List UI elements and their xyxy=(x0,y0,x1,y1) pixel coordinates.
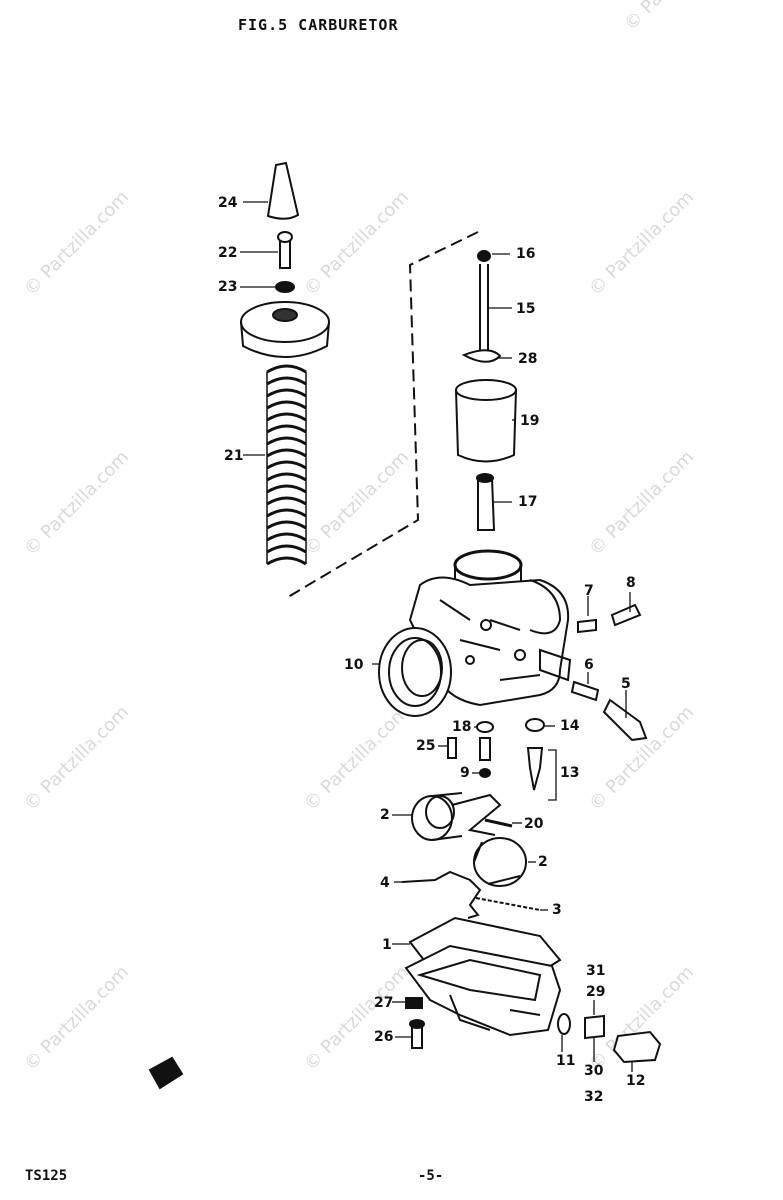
part-20-float-pin xyxy=(484,818,513,828)
callout-30: 30 xyxy=(584,1063,604,1079)
carburetor-body xyxy=(378,549,572,717)
callout-15: 15 xyxy=(516,301,536,317)
callout-26: 26 xyxy=(374,1029,394,1045)
callout-2: 2 xyxy=(380,807,390,823)
part-17-needle-jet xyxy=(477,477,496,531)
page-title: FIG.5 CARBURETOR xyxy=(238,16,399,34)
callout-24: 24 xyxy=(218,195,238,211)
callout-2: 2 xyxy=(538,854,548,870)
callout-19: 19 xyxy=(520,413,540,429)
leader-lines xyxy=(240,201,633,1072)
part-19-throttle-valve-top xyxy=(455,379,517,401)
part-28-plate xyxy=(461,349,502,363)
part-24-rubber-cap xyxy=(266,161,300,220)
callout-7: 7 xyxy=(584,583,594,599)
callout-8: 8 xyxy=(626,575,636,591)
callout-6: 6 xyxy=(584,657,594,673)
part-7-spring xyxy=(577,618,597,634)
part-14-o-ring xyxy=(525,718,545,732)
part-top-cap-side xyxy=(240,321,330,358)
assembly-dashed-line xyxy=(287,231,479,598)
callout-14: 14 xyxy=(560,718,580,734)
callout-22: 22 xyxy=(218,245,238,261)
part-16-clip xyxy=(477,250,491,262)
part-19-throttle-valve xyxy=(455,389,517,463)
part-22-adjuster-head xyxy=(277,231,293,243)
callout-1: 1 xyxy=(382,937,392,953)
part-15-needle xyxy=(479,264,489,355)
callout-10: 10 xyxy=(344,657,364,673)
part-26-drain-screw xyxy=(411,1025,423,1049)
float-arm xyxy=(451,793,502,836)
callout-29: 29 xyxy=(586,984,606,1000)
callout-18: 18 xyxy=(452,719,472,735)
callout-5: 5 xyxy=(621,676,631,692)
part-6-spring xyxy=(570,680,600,702)
part-13-needle-valve xyxy=(526,747,544,791)
part-21-spring xyxy=(266,364,307,566)
callout-28: 28 xyxy=(518,351,538,367)
part-5-screw xyxy=(602,698,648,742)
stray-mark xyxy=(148,1056,184,1090)
callout-32: 32 xyxy=(584,1089,604,1105)
part-18-washer xyxy=(476,721,494,733)
callout-27: 27 xyxy=(374,995,394,1011)
model-label: TS125 xyxy=(25,1168,68,1184)
part-25-pilot-jet xyxy=(447,737,457,759)
part-23-nut xyxy=(275,281,295,293)
part-9-jet xyxy=(479,768,491,778)
callout-3: 3 xyxy=(552,902,562,918)
part-12-drain-plug xyxy=(612,1030,662,1064)
part-main-jet-holder xyxy=(479,737,491,761)
callout-4: 4 xyxy=(380,875,390,891)
part-3-pin xyxy=(475,897,541,911)
callout-21: 21 xyxy=(224,448,244,464)
page-number: -5- xyxy=(418,1168,444,1184)
part-29-30-fitting xyxy=(584,1014,605,1040)
part-11-o-ring xyxy=(557,1013,571,1035)
callout-23: 23 xyxy=(218,279,238,295)
callout-17: 17 xyxy=(518,494,538,510)
part-27-plug xyxy=(405,997,423,1009)
callout-12: 12 xyxy=(626,1073,646,1089)
callout-13: 13 xyxy=(560,765,580,781)
callout-9: 9 xyxy=(460,765,470,781)
part-2-float-right xyxy=(473,837,527,887)
callout-31: 31 xyxy=(586,963,606,979)
part-8-screw xyxy=(610,603,642,627)
part-4-float-arm xyxy=(401,870,482,919)
callout-11: 11 xyxy=(556,1053,576,1069)
callout-16: 16 xyxy=(516,246,536,262)
callout-20: 20 xyxy=(524,816,544,832)
part-2-float-left xyxy=(411,792,463,841)
callout-25: 25 xyxy=(416,738,436,754)
